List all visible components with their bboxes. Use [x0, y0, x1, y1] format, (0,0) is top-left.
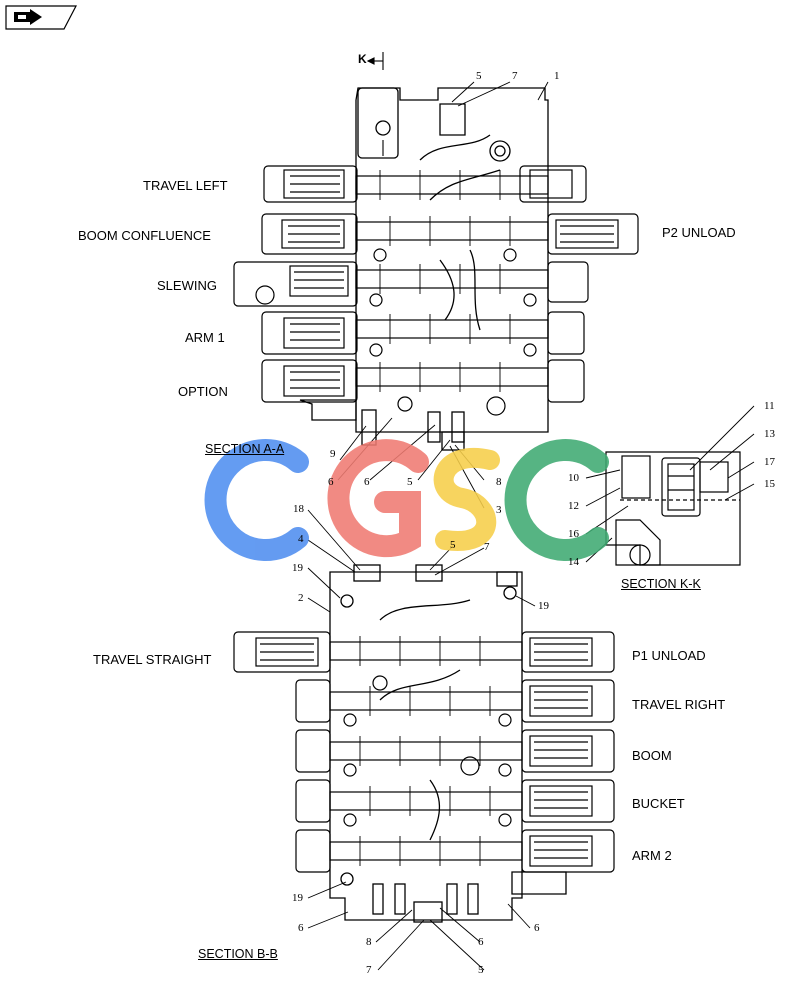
bottom-valve-body	[329, 564, 567, 923]
label-p1-unload: P1 UNLOAD	[632, 648, 706, 663]
label-option: OPTION	[178, 384, 228, 399]
section-marker-k: K	[358, 52, 367, 66]
callout-number: 18	[293, 503, 304, 515]
callout-number: 6	[478, 936, 484, 948]
label-travel-right: TRAVEL RIGHT	[632, 697, 726, 712]
label-arm-1: ARM 1	[185, 330, 225, 345]
callout-number: 8	[496, 476, 502, 488]
callout-number: 6	[534, 922, 540, 934]
callout-number: 5	[478, 964, 484, 976]
callout-number: 17	[764, 456, 775, 468]
callout-number: 13	[764, 428, 775, 440]
watermark-letter-c1	[204, 439, 309, 561]
callout-number: 1	[554, 70, 560, 82]
section-kk-detail	[605, 451, 741, 566]
callout-number: 19	[292, 892, 303, 904]
callout-number: 5	[407, 476, 413, 488]
top-spools	[233, 165, 639, 416]
label-boom-confluence: BOOM CONFLUENCE	[78, 228, 211, 243]
callout-number: 19	[538, 600, 549, 612]
callout-number: 6	[364, 476, 370, 488]
section-k-marker	[366, 52, 384, 156]
label-arm-2: ARM 2	[632, 848, 672, 863]
label-slewing: SLEWING	[157, 278, 217, 293]
section-title-bb: SECTION B-B	[198, 947, 278, 961]
callout-number: 4	[298, 533, 304, 545]
label-boom: BOOM	[632, 748, 672, 763]
bottom-spools	[233, 631, 615, 873]
callout-number: 15	[764, 478, 775, 490]
callout-number: 5	[476, 70, 482, 82]
callout-number: 6	[298, 922, 304, 934]
callout-number: 7	[512, 70, 518, 82]
watermark-letter-s	[433, 448, 500, 551]
cgsc-watermark	[204, 439, 609, 561]
callout-number: 10	[568, 472, 579, 484]
corner-tab-icon	[5, 5, 77, 30]
callout-number: 16	[568, 528, 579, 540]
leader-lines	[307, 81, 755, 971]
section-title-kk: SECTION K-K	[621, 577, 701, 591]
callout-number: 2	[298, 592, 304, 604]
label-p2-unload: P2 UNLOAD	[662, 225, 736, 240]
callout-number: 8	[366, 936, 372, 948]
callout-number: 7	[484, 541, 490, 553]
callout-number: 7	[366, 964, 372, 976]
callout-number: 3	[496, 504, 502, 516]
section-title-aa: SECTION A-A	[205, 442, 285, 456]
callout-number: 19	[292, 562, 303, 574]
callout-number: 12	[568, 500, 579, 512]
label-bucket: BUCKET	[632, 796, 685, 811]
label-travel-left: TRAVEL LEFT	[143, 178, 228, 193]
callout-number: 6	[328, 476, 334, 488]
label-travel-straight: TRAVEL STRAIGHT	[93, 652, 212, 667]
callout-number: 11	[764, 400, 775, 412]
callout-number: 5	[450, 539, 456, 551]
callout-number: 9	[330, 448, 336, 460]
callout-number: 14	[568, 556, 579, 568]
watermark-letter-c2	[504, 439, 609, 561]
watermark-letter-g	[327, 439, 429, 558]
